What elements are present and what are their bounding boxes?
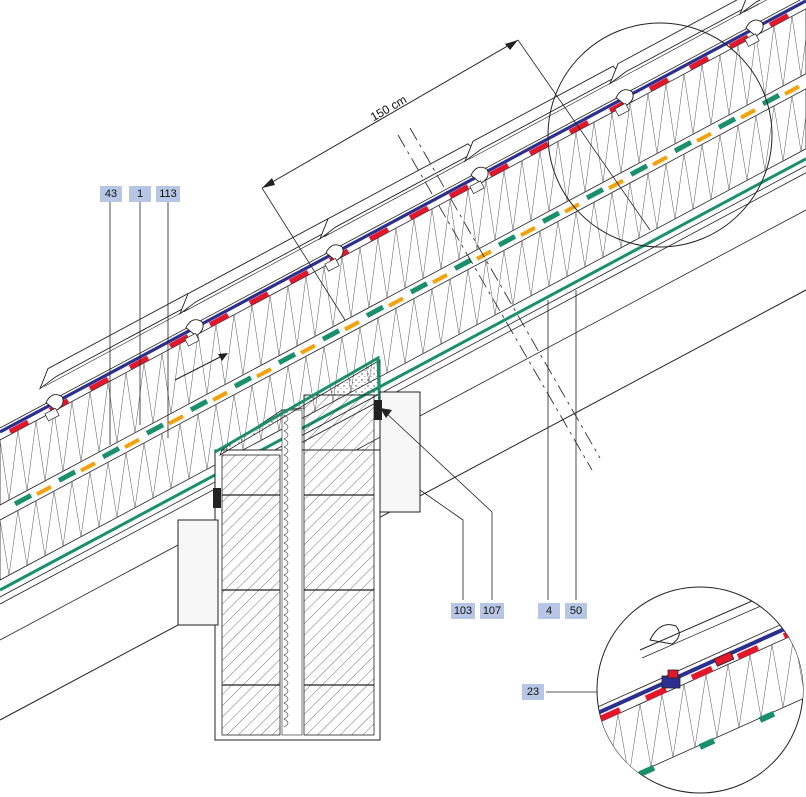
- board-line: [0, 165, 806, 598]
- counter-batten: [208, 312, 230, 327]
- sealing-tape: [696, 131, 712, 143]
- counter-batten: [88, 377, 110, 392]
- counter-batten: [648, 77, 670, 92]
- sealing-tape: [432, 273, 448, 285]
- slope-arrow: [174, 353, 228, 381]
- vapour-control-tape: [365, 304, 385, 318]
- insulation-hatch: [0, 16, 806, 501]
- insulation-band: [0, 8, 806, 506]
- sealing-tape: [476, 249, 492, 261]
- sealing-tape: [520, 226, 536, 238]
- counter-batten: [248, 291, 270, 306]
- counter-batten: [168, 334, 190, 349]
- sealing-tape: [124, 437, 140, 449]
- callout-107: 107: [480, 603, 504, 619]
- vapour-control-tape: [761, 93, 781, 106]
- board-line-lower: [0, 172, 806, 605]
- sealing-tape: [608, 178, 624, 190]
- vapour-control-tape: [321, 328, 341, 342]
- vapour-control-tape: [13, 493, 33, 507]
- sealing-tape: [256, 367, 272, 379]
- callout-23: 23: [522, 684, 544, 700]
- vapour-control-tape: [57, 469, 77, 483]
- vapour-layer-lower: [0, 157, 806, 592]
- roof-tile: [738, 0, 768, 47]
- callout-43: 43: [100, 186, 122, 202]
- counter-batten: [488, 163, 510, 178]
- sealing-tape: [212, 390, 228, 402]
- magnified-detail: [596, 586, 804, 794]
- vapour-control-tape: [453, 257, 473, 271]
- timber-members: [177, 391, 421, 626]
- sealing-tape: [388, 296, 404, 308]
- vapour-control-tape: [189, 399, 209, 413]
- sealing-tape: [344, 320, 360, 332]
- callout-1: 1: [129, 186, 151, 202]
- vapour-control-tape: [277, 351, 297, 365]
- sealing-tape: [80, 461, 96, 473]
- counter-batten: [768, 13, 790, 28]
- counter-batten: [8, 419, 30, 434]
- sealing-tape: [784, 84, 800, 96]
- underlay-top: [0, 0, 801, 429]
- sealing-tape: [564, 202, 580, 214]
- counter-batten: [688, 56, 710, 71]
- roof-tile: [608, 0, 761, 117]
- counter-batten: [128, 355, 150, 370]
- callout-50: 50: [565, 603, 587, 619]
- masonry-wall: [214, 355, 382, 741]
- vapour-control-tape: [497, 234, 517, 248]
- vapour-control-tape: [717, 116, 737, 130]
- sealing-tape: [168, 414, 184, 426]
- insulation-band-lower: [0, 88, 806, 581]
- detail-circle-upper: [547, 22, 773, 248]
- sealing-tape: [740, 108, 756, 120]
- underlay-membrane: [0, 0, 806, 434]
- sealing-tape: [652, 155, 668, 167]
- sealing-tape: [36, 484, 52, 496]
- vapour-control-tape: [541, 210, 561, 224]
- callout-113: 113: [156, 186, 180, 202]
- vapour-control-tape: [145, 422, 165, 436]
- counter-batten: [728, 34, 750, 49]
- callout-4: 4: [538, 603, 560, 619]
- counter-batten: [368, 227, 390, 242]
- callout-103: 103: [451, 603, 475, 619]
- roof-layers: [0, 0, 806, 605]
- counter-batten: [288, 270, 310, 285]
- vapour-control-tape: [409, 281, 429, 295]
- sealing-tape: [300, 343, 316, 355]
- vapour-control-tape: [101, 446, 121, 460]
- section-cut-line: [397, 127, 601, 471]
- vapour-control-tape: [233, 375, 253, 389]
- counter-batten: [408, 205, 430, 220]
- counter-batten: [448, 184, 470, 199]
- vapour-control-tape: [629, 163, 649, 177]
- vapour-control-tape: [585, 187, 605, 201]
- dimension-150cm: [261, 39, 651, 321]
- roof-tiles: [38, 0, 768, 422]
- vapour-control-tape: [673, 140, 693, 154]
- counter-batten: [528, 141, 550, 156]
